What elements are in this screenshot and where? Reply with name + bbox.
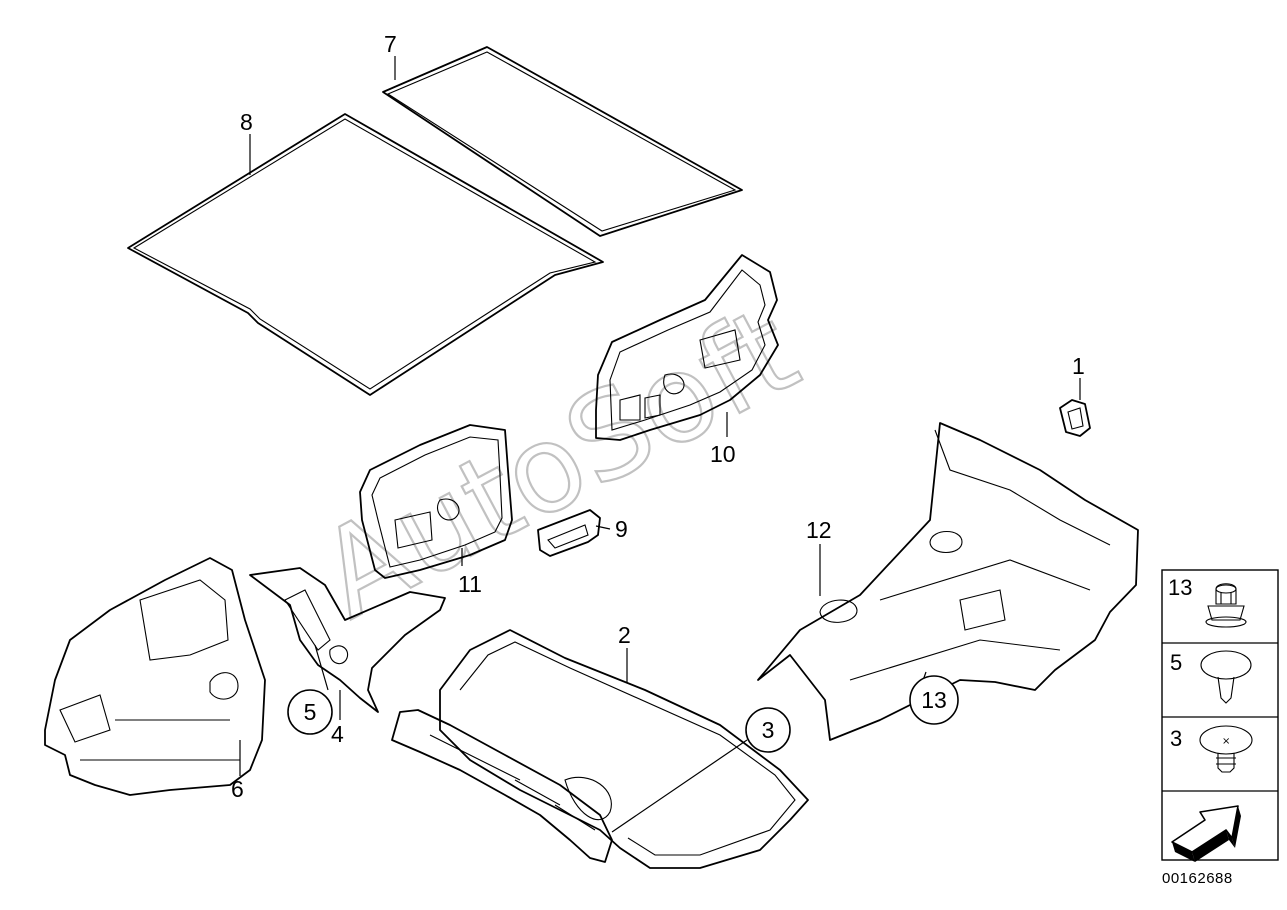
callout-6: 6 <box>231 776 244 802</box>
part-10-front-door-insulation <box>595 254 779 441</box>
part-12-rear-floor-insulation <box>757 422 1139 741</box>
part-6-wheel-arch-insulation <box>44 557 266 796</box>
callout-12: 12 <box>806 517 832 543</box>
svg-text:13: 13 <box>921 687 947 713</box>
legend-label-13: 13 <box>1168 575 1192 600</box>
circled-callout-3: 3 <box>745 707 791 753</box>
expanding-rivet-icon <box>1200 650 1252 704</box>
direction-arrow-icon <box>1171 805 1241 862</box>
callout-8: 8 <box>240 109 253 135</box>
leader-lines <box>239 56 1081 833</box>
callout-9: 9 <box>615 516 628 542</box>
part-11-rear-door-insulation <box>359 424 513 579</box>
push-nut-icon <box>1205 583 1247 628</box>
svg-text:×: × <box>1222 736 1230 747</box>
callout-11: 11 <box>458 571 482 597</box>
part-2-trunk-floor-insulation <box>439 629 809 869</box>
part-1-clip <box>1059 399 1091 437</box>
svg-text:5: 5 <box>304 699 317 725</box>
part-3-trim-strip <box>391 709 613 863</box>
callout-4: 4 <box>331 721 344 747</box>
fastener-legend: 13 5 3 × <box>1161 569 1279 862</box>
circled-callout-5: 5 <box>287 689 333 735</box>
legend-label-3: 3 <box>1170 726 1182 751</box>
callout-2: 2 <box>618 622 631 648</box>
part-7-roof-panel-front <box>382 46 743 237</box>
watermark: AutoSoft <box>298 281 818 646</box>
callout-1: 1 <box>1072 353 1085 379</box>
callout-10: 10 <box>710 441 736 467</box>
legend-label-5: 5 <box>1170 650 1182 675</box>
circled-callout-13: 13 <box>909 675 959 725</box>
part-4-side-panel-insulation <box>249 567 446 713</box>
callout-7: 7 <box>384 31 397 57</box>
diagram-id: 00162688 <box>1162 870 1233 887</box>
svg-text:3: 3 <box>762 717 775 743</box>
part-9-bracket <box>537 509 601 557</box>
part-8-roof-panel-rear <box>127 113 604 396</box>
plastic-rivet-icon: × <box>1199 725 1253 773</box>
